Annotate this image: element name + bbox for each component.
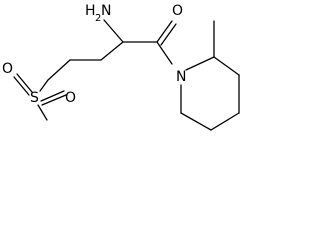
amine-subscript: 2 [95,13,101,24]
bond-calpha-amine [103,19,124,43]
bond-carbonyl-double-b [160,23,177,46]
amine-n: N [101,3,111,19]
bond-carbonyl-double-a [156,20,173,43]
bond-s-o-top-b [16,73,33,93]
bond-s-o-bottom-b [41,94,67,106]
bond-s-o-top-a [13,76,30,96]
bond-carbonyl-n [156,41,173,65]
bond-ring-c2-c3 [213,56,240,76]
sulfonyl-oxygen-top-label: O [2,61,13,77]
bond-c-delta-sulfur [39,79,49,92]
ring-nitrogen-label: N [176,69,186,85]
sulfur-label: S [30,90,39,106]
bond-s-o-bottom-a [40,90,65,102]
sulfonyl-oxygen-bottom-label: O [65,90,76,106]
carbonyl-oxygen-label: O [172,3,183,19]
bond-ring-n-c2 [185,56,215,71]
bond-sulfur-methyl [37,104,48,121]
molecule-structure: H 2 N O N S O O [2,3,240,131]
bond-c-gamma-c-delta [47,59,71,81]
amine-label: H 2 N [85,3,111,24]
bond-ring-c5-c6 [180,112,212,131]
bond-ring-c4-c5 [210,112,240,131]
amine-h: H [85,3,96,19]
bond-calpha-c-beta [100,41,124,61]
